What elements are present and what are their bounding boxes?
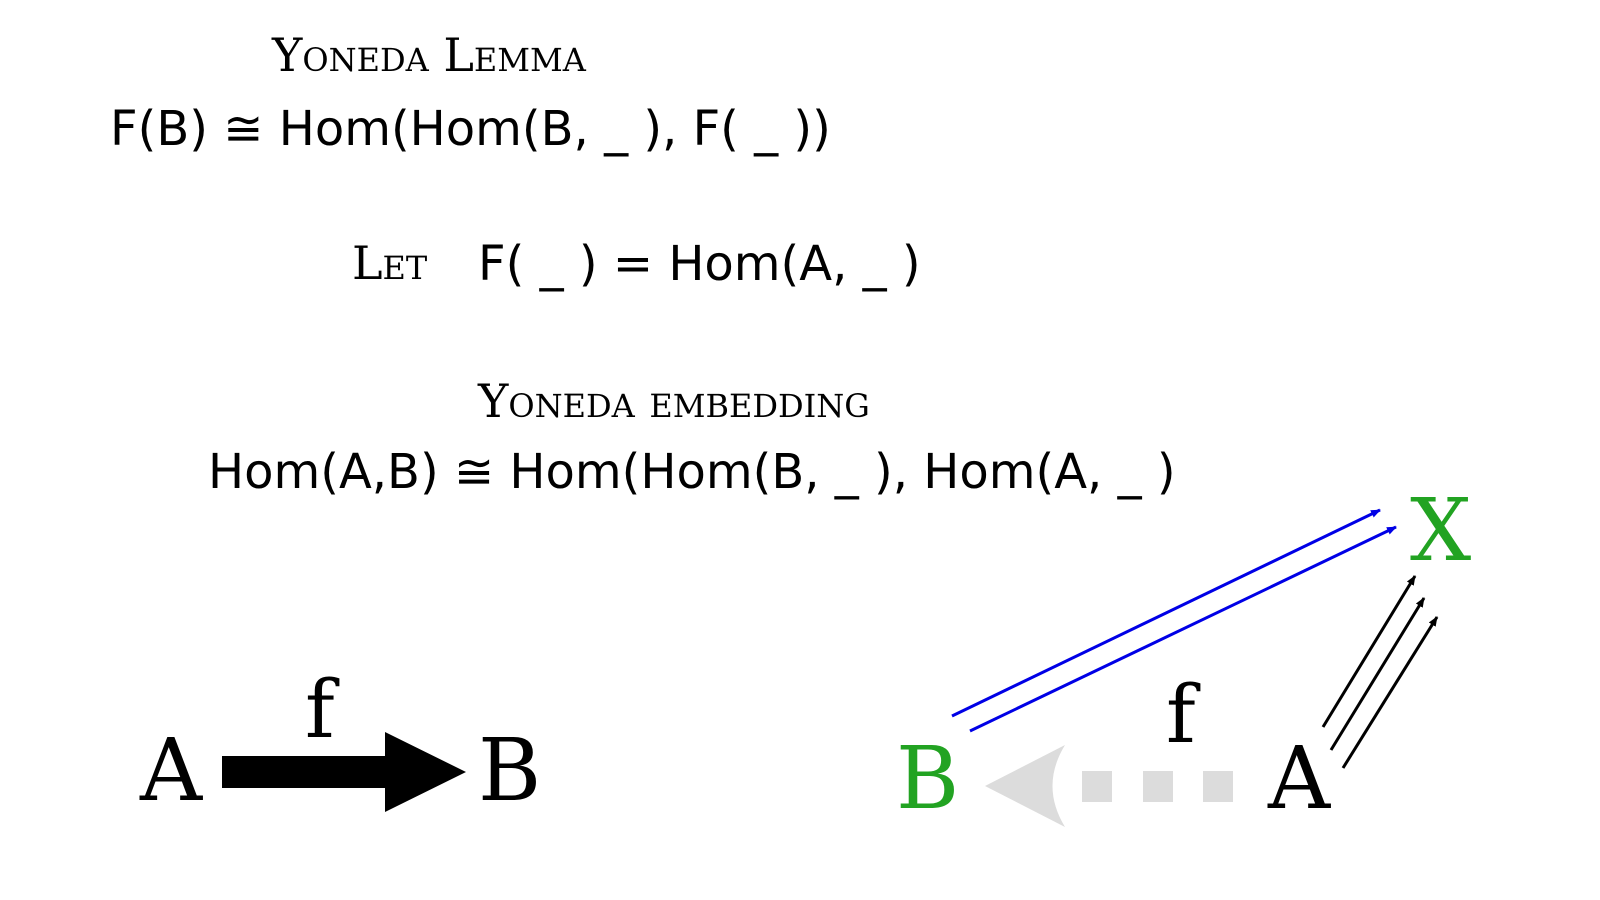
- right-node-a: A: [1267, 729, 1331, 829]
- blue-arrow-b-to-x-1: [951, 508, 1381, 718]
- right-morphism-f: f: [1166, 668, 1201, 761]
- right-node-b: B: [896, 729, 959, 829]
- yoneda-embedding-title: Yoneda embedding: [478, 374, 870, 428]
- yoneda-embedding-formula: Hom(A,B) ≅ Hom(Hom(B, _ ), Hom(A, _ ): [208, 444, 1176, 500]
- gray-dashed-arrow-a-to-b: [985, 745, 1233, 827]
- right-diagram: X f B A: [896, 481, 1471, 829]
- black-arrow-a-to-x-3: [1341, 616, 1439, 769]
- let-formula: F( _ ) = Hom(A, _ ): [478, 236, 921, 292]
- right-node-x: X: [1410, 481, 1471, 581]
- yoneda-lemma-formula: F(B) ≅ Hom(Hom(B, _ ), F( _ )): [110, 101, 831, 157]
- let-keyword: Let: [352, 236, 428, 290]
- yoneda-lemma-title: Yoneda Lemma: [272, 28, 586, 82]
- left-diagram: A f B: [139, 663, 541, 821]
- thick-arrow-a-to-b: [222, 732, 466, 812]
- black-arrow-a-to-x-1: [1321, 575, 1417, 728]
- left-morphism-f: f: [305, 663, 340, 756]
- black-arrow-a-to-x-2: [1329, 597, 1426, 751]
- left-node-a: A: [139, 721, 203, 821]
- left-node-b: B: [478, 721, 541, 821]
- blue-arrow-b-to-x-2: [969, 525, 1397, 733]
